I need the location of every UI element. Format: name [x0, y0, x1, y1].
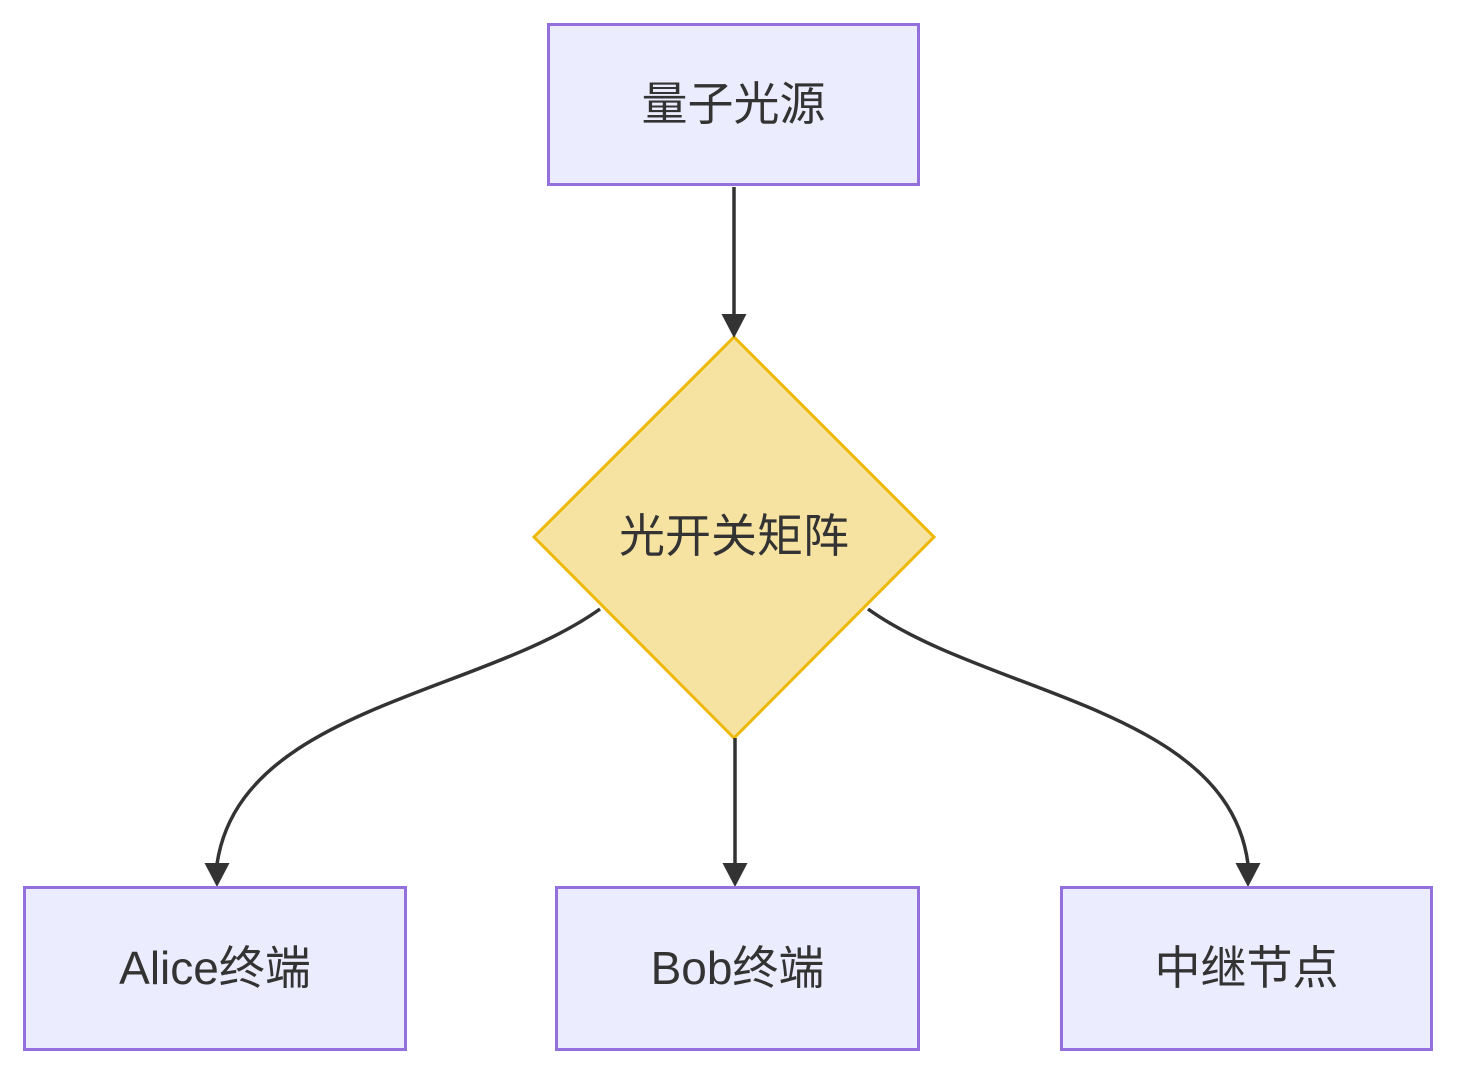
arrowhead-switch-to-relay: [1235, 863, 1261, 887]
edge-switch-to-alice: [215, 607, 602, 865]
node-bob-terminal: Bob终端: [555, 886, 920, 1051]
node-relay-node: 中继节点: [1060, 886, 1433, 1051]
edge-switch-to-relay: [866, 607, 1250, 865]
node-bob-terminal-label: Bob终端: [650, 941, 825, 994]
arrowhead-switch-to-bob: [722, 863, 748, 887]
node-relay-node-label: 中继节点: [1154, 941, 1339, 994]
node-quantum-source-label: 量子光源: [641, 77, 826, 130]
node-alice-terminal-label: Alice终端: [119, 941, 311, 994]
arrowhead-switch-to-alice: [204, 863, 230, 887]
node-quantum-source: 量子光源: [547, 23, 920, 186]
arrowhead-source-to-switch: [721, 314, 747, 338]
node-optical-switch-shape: [531, 334, 937, 741]
node-alice-terminal: Alice终端: [23, 886, 407, 1051]
